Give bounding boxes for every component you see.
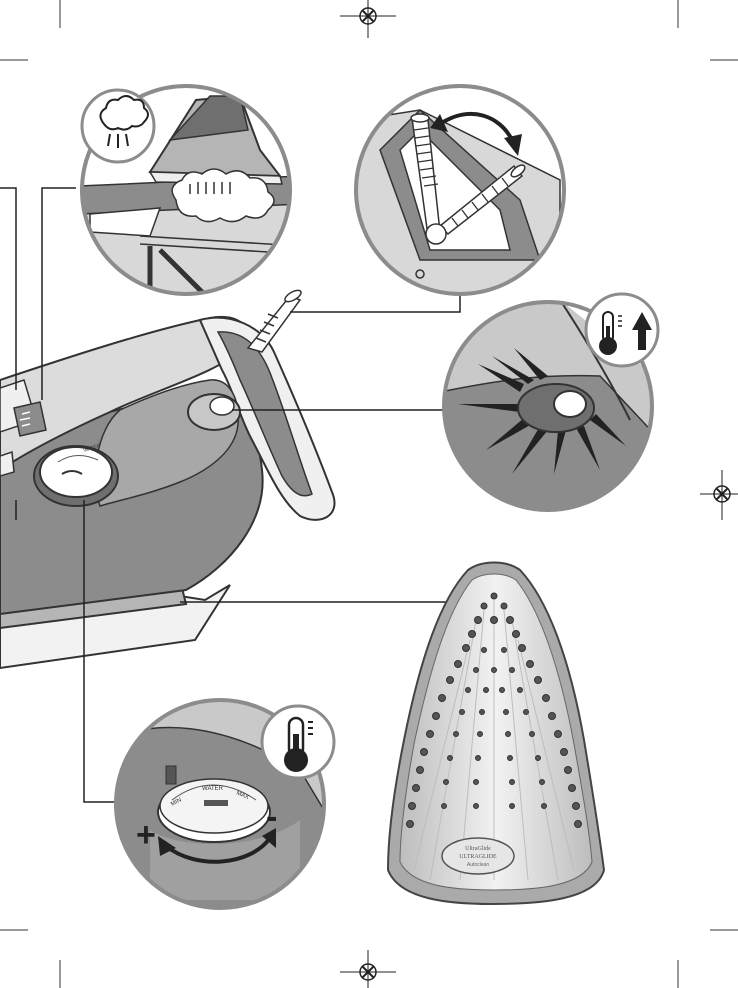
soleplate-logo: UltraGlide ULTRAGLIDE Autoclean [442, 838, 514, 874]
soleplate: UltraGlide ULTRAGLIDE Autoclean [388, 563, 604, 905]
dial-label-mid: WATER [202, 786, 224, 792]
iron-body: WATER [0, 288, 334, 668]
temp-dial-callout: MIN WATER MAX + - [112, 700, 334, 910]
thermometer-icon [262, 706, 334, 778]
steam-callout [80, 86, 300, 300]
logo-line-3: Autoclean [467, 862, 489, 868]
logo-line-2: ULTRAGLIDE [459, 854, 497, 860]
thermostat-light-callout [440, 294, 660, 520]
steam-icon [82, 90, 154, 162]
registration-mark-top [340, 0, 396, 38]
thermometer-up-icon [586, 294, 658, 366]
nozzle-callout [356, 86, 564, 300]
registration-mark-bottom [340, 950, 396, 988]
dial-plus-symbol: + [136, 816, 156, 854]
dial-minus-symbol: - [266, 798, 277, 836]
logo-line-1: UltraGlide [465, 846, 491, 852]
registration-mark-right [700, 470, 738, 520]
